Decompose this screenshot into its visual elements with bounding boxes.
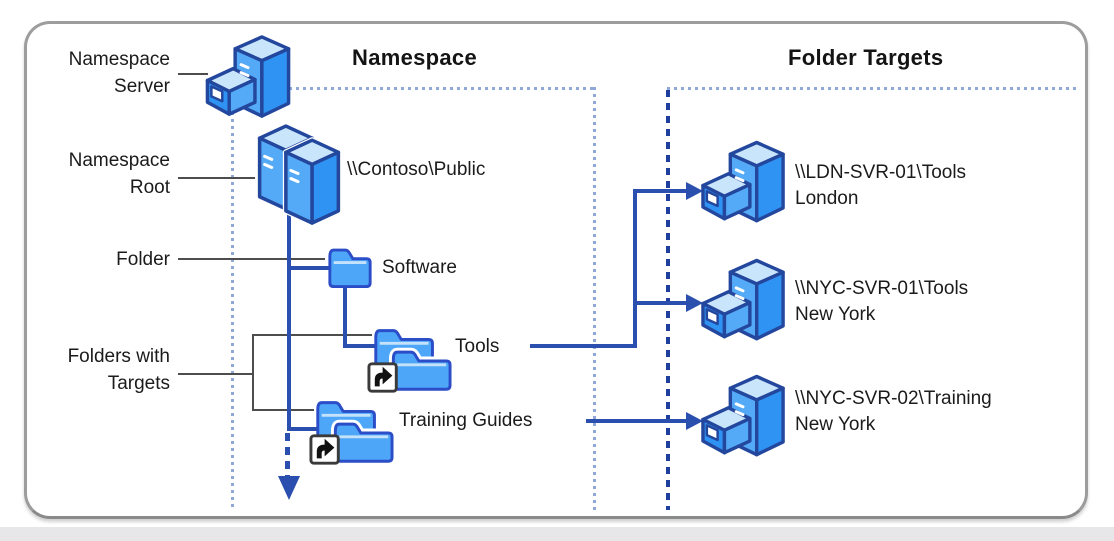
folder-target-nyc2: \\NYC-SVR-02\Training New York (795, 386, 992, 438)
folder-target-nyc1: \\NYC-SVR-01\Tools New York (795, 276, 968, 328)
server-icon (701, 138, 787, 233)
folder-shortcut-icon (366, 318, 452, 396)
folder-icon (326, 238, 374, 291)
folder-target-path: \\NYC-SVR-01\Tools (795, 278, 969, 299)
namespace-region-border-right (593, 87, 596, 510)
folder-name: Software (382, 257, 457, 278)
folder-targets-region-border-top (667, 87, 1078, 90)
namespace-region-border-left (231, 105, 234, 510)
diagram-frame (24, 21, 1088, 519)
connector-tools-out (530, 344, 637, 348)
namespace-region-border-top (240, 87, 595, 90)
connector-root-vertical (287, 213, 291, 431)
server-icon (701, 256, 787, 351)
legend-line-folder (178, 258, 325, 260)
legend-line-folders-with-targets (178, 373, 254, 375)
folder-targets-region-border-left (666, 90, 670, 510)
legend-namespace-server: Namespace Server (68, 49, 170, 97)
target-folder-name-training: Training Guides (399, 410, 533, 431)
connector-to-nyc-svr-02 (586, 419, 686, 423)
arrow-right-icon (686, 294, 703, 312)
server-group-icon (251, 118, 349, 225)
legend-bracket-arm-tools (252, 334, 372, 336)
legend-folders-with-targets: Folders with Targets (67, 346, 170, 394)
connector-to-ldn-svr-01 (635, 189, 686, 193)
folder-target-location: New York (795, 304, 876, 325)
folder-target-location: London (795, 188, 859, 209)
legend-namespace-root: Namespace Root (68, 150, 170, 198)
folder-shortcut-icon (308, 390, 394, 468)
folder-target-path: \\LDN-SVR-01\Tools (795, 162, 967, 183)
legend-folder: Folder (116, 249, 170, 270)
folder-targets-section-title: Folder Targets (788, 45, 944, 70)
connector-to-training-guides (289, 427, 318, 431)
connector-tools-riser (633, 189, 637, 348)
namespace-root-path: \\Contoso\Public (347, 159, 486, 180)
connector-software-to-tools-vertical (343, 287, 347, 348)
folder-target-ldn: \\LDN-SVR-01\Tools London (795, 160, 966, 212)
target-folder-name-tools: Tools (455, 336, 500, 357)
server-icon (203, 33, 295, 128)
arrow-right-icon (686, 412, 703, 430)
arrow-right-icon (686, 182, 703, 200)
folder-target-location: New York (795, 414, 876, 435)
legend-bracket-arm-training (252, 409, 314, 411)
folder-target-path: \\NYC-SVR-02\Training (795, 388, 992, 409)
connector-continuation-dashed (285, 433, 290, 477)
page-shadow-strip (0, 527, 1114, 541)
legend-bracket-vertical (252, 334, 254, 411)
namespace-section-title: Namespace (352, 45, 477, 70)
legend-line-namespace-root (178, 177, 255, 179)
connector-to-software (289, 266, 332, 270)
connector-software-to-tools-horizontal (343, 344, 380, 348)
legend-line-namespace-server (178, 73, 208, 75)
connector-to-nyc-svr-01 (635, 301, 686, 305)
server-icon (701, 372, 787, 467)
arrow-down-icon (278, 476, 300, 500)
